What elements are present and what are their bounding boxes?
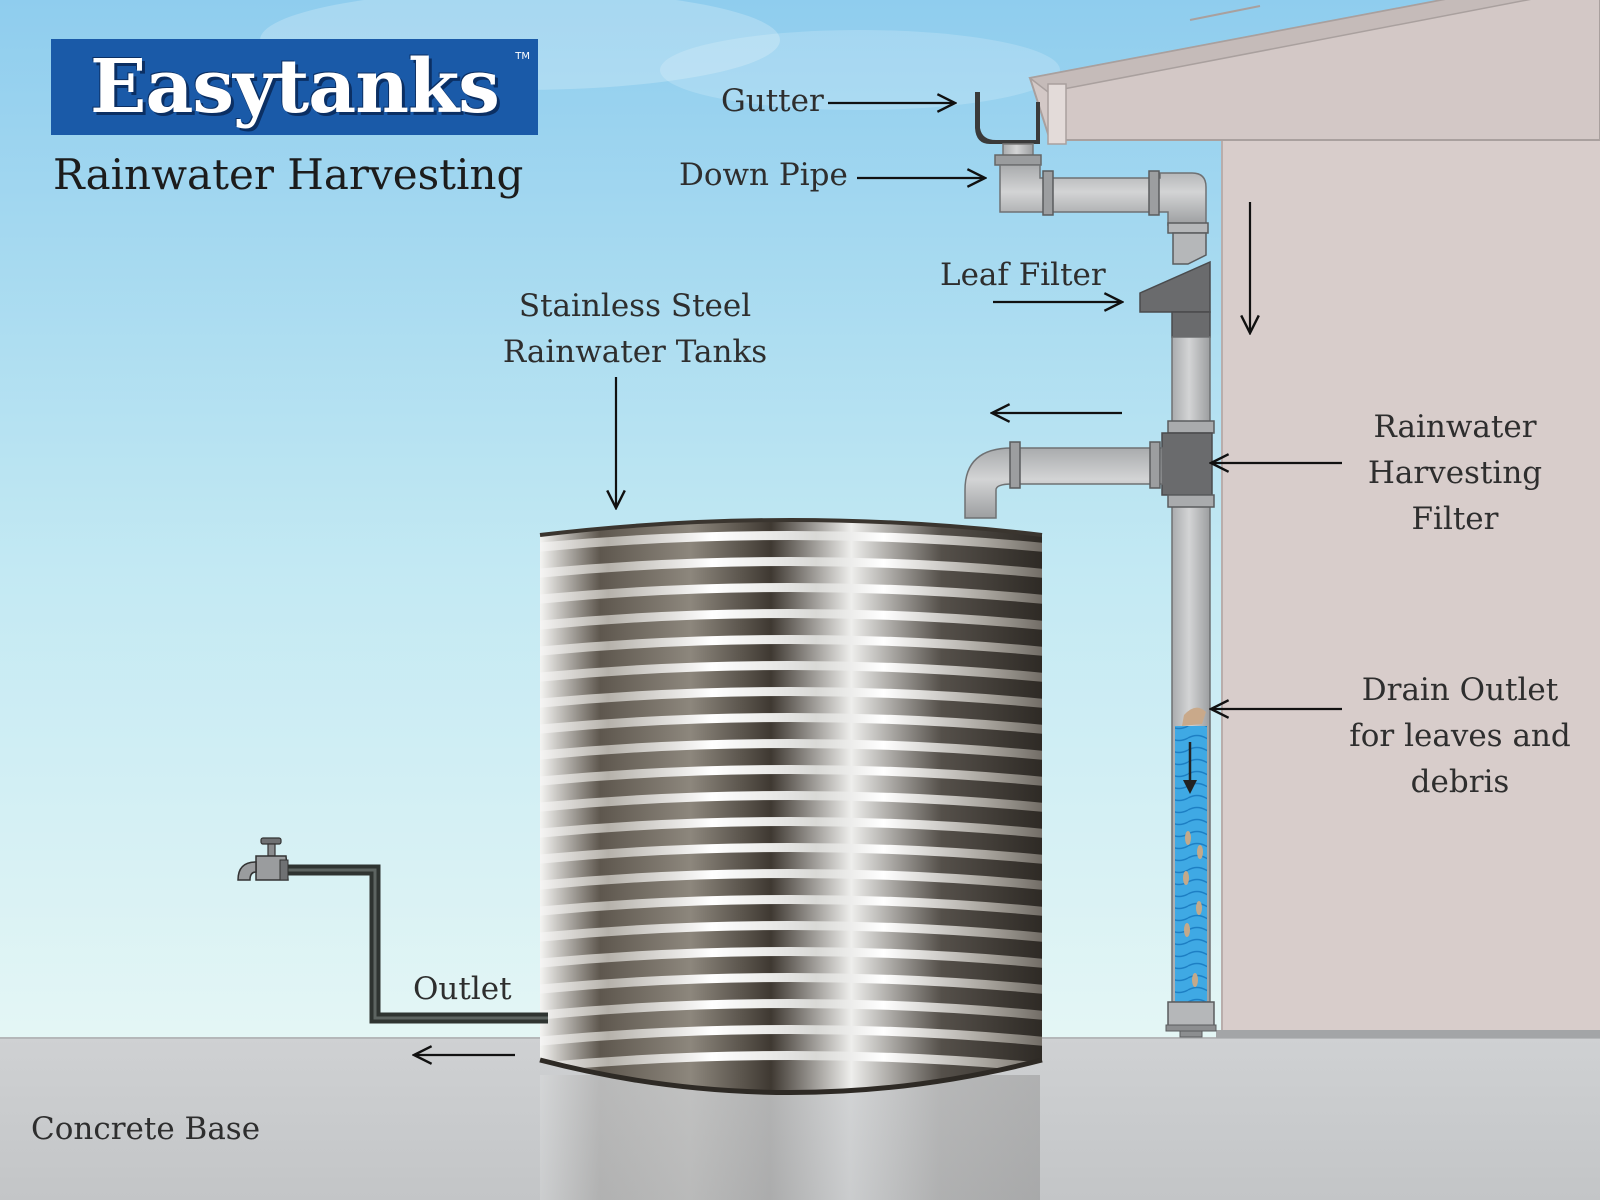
outlet-pipe [285, 864, 548, 1024]
label-tank-line-2: Rainwater Tanks [502, 334, 768, 370]
label-harvesting-filter-line-1: Rainwater [1373, 409, 1537, 445]
house-wall [1222, 140, 1600, 1035]
label-tank: Stainless Steel Rainwater Tanks [475, 283, 795, 375]
down-pipe [994, 143, 1209, 265]
label-drain-outlet-line-3: debris [1410, 764, 1510, 800]
rainwater-tank [539, 518, 1043, 1095]
label-down-pipe: Down Pipe [679, 157, 848, 193]
label-drain-outlet-line-1: Drain Outlet [1361, 672, 1559, 708]
harvesting-filter [964, 420, 1215, 519]
label-drain-outlet-line-2: for leaves and [1349, 718, 1571, 754]
tank-reflection [540, 1075, 1040, 1200]
label-outlet: Outlet [413, 971, 512, 1007]
label-harvesting-filter: Rainwater Harvesting Filter [1340, 404, 1570, 542]
label-leaf-filter: Leaf Filter [940, 257, 1106, 293]
tank-ribs [540, 531, 1042, 1073]
wall-footing [1216, 1030, 1600, 1038]
label-harvesting-filter-line-3: Filter [1411, 501, 1499, 537]
cloud [660, 30, 1060, 110]
brand-logo: Easytanks TM [51, 39, 538, 135]
gutter [975, 92, 1040, 144]
drain-outlet [1165, 707, 1217, 1038]
roof-tile-line [1189, 5, 1261, 21]
label-concrete-base: Concrete Base [31, 1111, 261, 1147]
label-drain-outlet: Drain Outlet for leaves and debris [1340, 667, 1580, 805]
brand-name: Easytanks [90, 44, 500, 130]
fascia-board [1047, 83, 1067, 145]
trademark-mark: TM [515, 51, 530, 62]
tap-icon [237, 837, 289, 881]
label-tank-line-1: Stainless Steel [518, 288, 752, 324]
page-title: Rainwater Harvesting [53, 150, 524, 199]
label-harvesting-filter-line-2: Harvesting [1367, 455, 1543, 491]
roof-edge [1028, 0, 1532, 93]
label-gutter: Gutter [721, 83, 824, 119]
leaf-filter [1139, 260, 1211, 338]
